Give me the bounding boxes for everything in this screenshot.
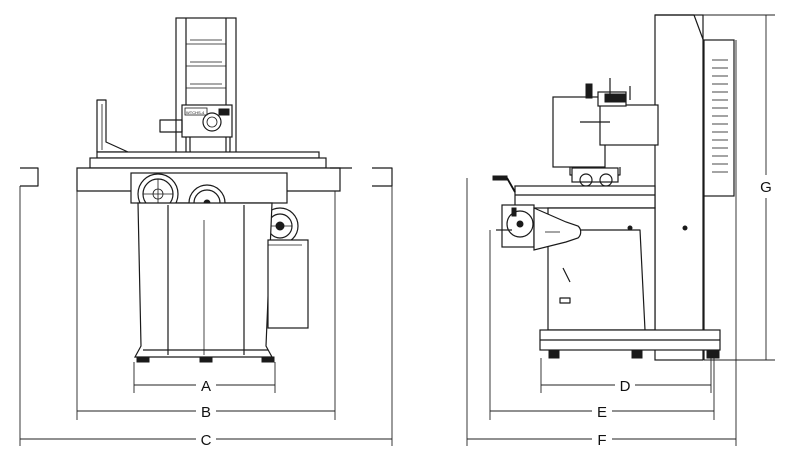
dim-label-D: D [620,378,631,395]
side-base [533,207,721,359]
dimension-labels: A B C D E F G [201,179,772,449]
side-extension-lines [466,14,775,446]
dim-label-F: F [597,432,606,449]
dim-label-B: B [201,404,211,421]
dim-label-C: C [201,432,212,449]
front-extension-lines [19,186,393,446]
dim-label-G: G [760,179,772,196]
model-plate: WTCHS-4 [186,110,205,115]
dimension-lines [20,15,767,440]
side-view [466,14,775,446]
side-wheel-head [552,78,659,187]
motor-vent [712,59,728,173]
work-table [89,151,327,169]
dim-label-E: E [597,404,607,421]
side-table [514,185,656,209]
dim-label-A: A [201,378,211,395]
side-column [654,14,735,361]
machine-base [133,202,309,363]
front-view: WTCHS-4 [19,17,393,446]
side-handles [492,175,535,248]
table-fence [96,99,129,153]
